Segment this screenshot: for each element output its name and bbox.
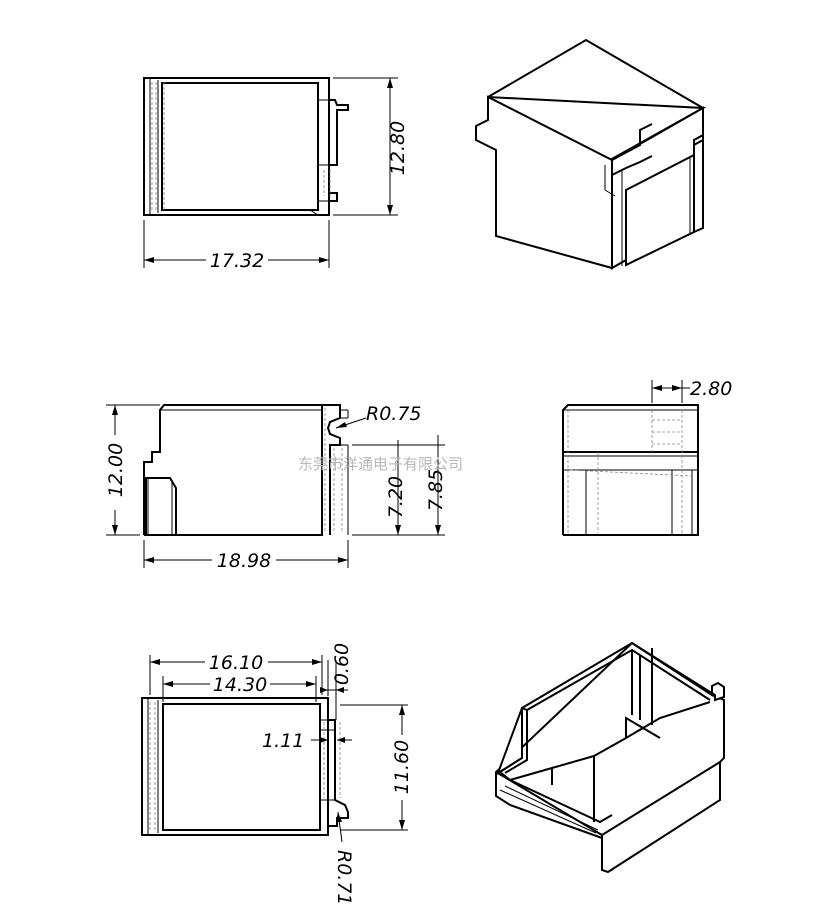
dim-front-width: 18.98: [217, 550, 271, 572]
iso-view-open: [495, 641, 725, 874]
dim-top-height: 12.80: [387, 121, 409, 175]
dim-top-width: 17.32: [210, 250, 264, 272]
side-view: 2.80: [562, 378, 732, 536]
top-view: 12.80 17.32: [143, 77, 409, 272]
dim-bottom-height: 11.60: [391, 740, 413, 794]
dim-slot-high: 7.85: [425, 469, 447, 511]
dim-slot-low: 7.20: [385, 476, 407, 518]
dim-radius-bottom: R0.71: [333, 850, 355, 906]
dim-bottom-notch: 1.11: [262, 730, 304, 752]
watermark-text: 东莞市洋通电子有限公司: [298, 455, 463, 473]
dim-bottom-gap: 0.60: [331, 643, 353, 685]
dim-front-height: 12.00: [105, 443, 127, 497]
dim-radius-top: R0.75: [366, 403, 422, 425]
dim-bottom-inner: 14.30: [213, 674, 267, 696]
bottom-view: 16.10 14.30 0.60 1.11 11.60 R0.71: [141, 643, 413, 906]
iso-view-closed: [475, 38, 707, 270]
dim-side-slot: 2.80: [690, 378, 732, 400]
dim-bottom-outer: 16.10: [209, 652, 263, 674]
front-view: 12.00 18.98 R0.75 7.20 7.85: [105, 403, 447, 572]
